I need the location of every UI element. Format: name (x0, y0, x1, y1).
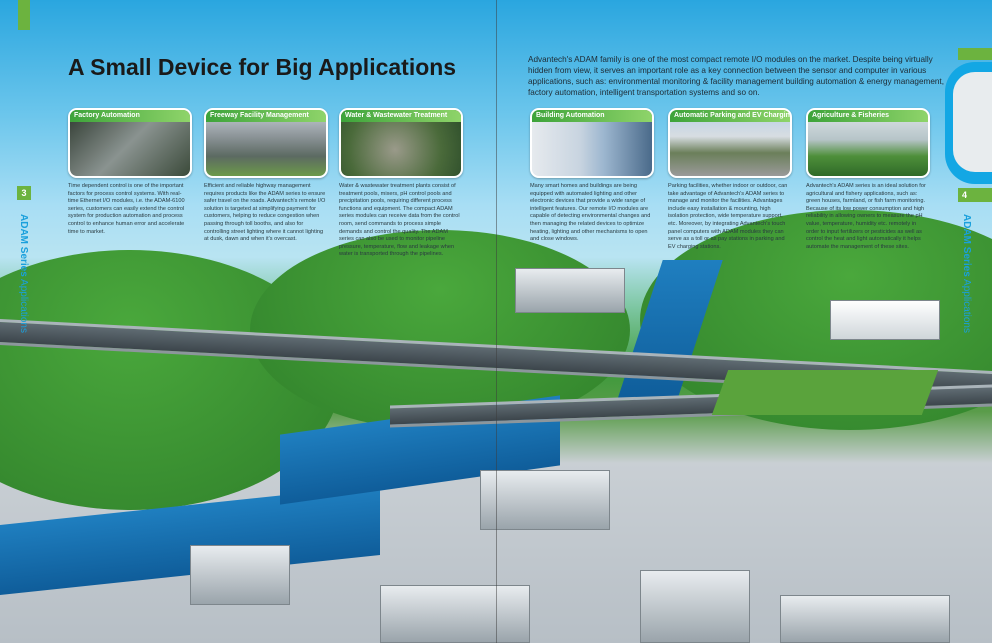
side-label-text: Applications (18, 276, 29, 333)
page-title: A Small Device for Big Applications (68, 54, 457, 80)
card-text: Parking facilities, whether indoor or ou… (668, 183, 788, 250)
side-label-bold: ADAM Series (18, 214, 29, 277)
card-title: Water & Wastewater Treatment (341, 110, 461, 122)
side-label-text: Applications (961, 276, 972, 333)
card-title: Freeway Facility Management (206, 110, 326, 122)
card-image: Freeway Facility Management (204, 108, 328, 178)
device-graphic (945, 62, 992, 184)
right-page-tab (958, 48, 992, 60)
page-number-left: 3 (17, 186, 31, 200)
card-water-treatment: Water & Wastewater Treatment Water & was… (339, 108, 463, 259)
card-title: Factory Automation (70, 110, 190, 122)
card-agriculture: Agriculture & Fisheries Advantech's ADAM… (806, 108, 930, 251)
card-text: Advantech's ADAM series is an ideal solu… (806, 183, 926, 250)
side-label-left: ADAM Series Applications (18, 214, 29, 333)
card-parking-ev: Automatic Parking and EV Charging Statio… (668, 108, 792, 251)
card-image: Building Automation (530, 108, 654, 178)
card-text: Time dependent control is one of the imp… (68, 183, 185, 235)
side-label-bold: ADAM Series (961, 214, 972, 277)
card-image: Agriculture & Fisheries (806, 108, 930, 178)
card-title: Building Automation (532, 110, 652, 122)
side-label-right: ADAM Series Applications (961, 214, 972, 333)
card-title: Agriculture & Fisheries (808, 110, 928, 122)
card-building-automation: Building Automation Many smart homes and… (530, 108, 654, 244)
card-title: Automatic Parking and EV Charging Statio… (670, 110, 790, 122)
card-text: Many smart homes and buildings are being… (530, 183, 651, 243)
card-image: Water & Wastewater Treatment (339, 108, 463, 178)
left-page-tab (18, 0, 30, 30)
card-factory-automation: Factory Automation Time dependent contro… (68, 108, 192, 236)
intro-paragraph: Advantech's ADAM family is one of the mo… (528, 55, 944, 97)
page-fold (496, 0, 497, 643)
card-image: Factory Automation (68, 108, 192, 178)
card-image: Automatic Parking and EV Charging Statio… (668, 108, 792, 178)
card-freeway-facility: Freeway Facility Management Efficient an… (204, 108, 328, 244)
page-number-right: 4 (958, 188, 992, 202)
card-text: Water & wastewater treatment plants cons… (339, 183, 460, 258)
card-text: Efficient and reliable highway managemen… (204, 183, 326, 243)
